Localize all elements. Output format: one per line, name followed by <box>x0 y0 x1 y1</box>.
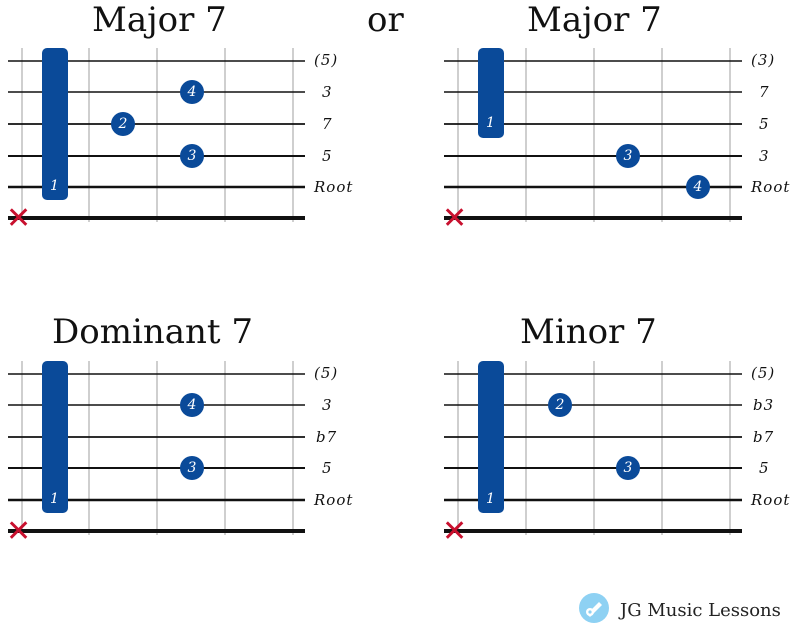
fretboard-1 <box>21 48 294 222</box>
string-label: (5) <box>314 364 339 382</box>
mute-x-icon: ✕ <box>6 514 32 549</box>
string-label: 5 <box>322 459 333 477</box>
finger-dot: 3 <box>180 456 204 480</box>
string-label: Root <box>314 178 354 196</box>
brand-name: JG Music Lessons <box>620 599 781 621</box>
guitar-pick-icon <box>578 592 610 628</box>
barre-4-finger: 1 <box>486 491 495 507</box>
string-label: 3 <box>322 83 333 101</box>
brand-footer: JG Music Lessons <box>578 592 781 628</box>
string-label: 3 <box>322 396 333 414</box>
barre-1-finger: 1 <box>50 178 59 194</box>
diagram-title-dominant7: Dominant 7 <box>52 312 254 352</box>
string-label: 7 <box>322 115 333 133</box>
mute-x-icon: ✕ <box>442 514 468 549</box>
string-label: 5 <box>322 147 333 165</box>
finger-dot: 3 <box>616 456 640 480</box>
string-label: 7 <box>759 83 770 101</box>
string-label: (3) <box>751 51 776 69</box>
string-label: 5 <box>759 115 770 133</box>
barre-2 <box>478 48 504 138</box>
mute-x-icon: ✕ <box>6 201 32 236</box>
string-label: b7 <box>753 428 775 446</box>
string-label: 3 <box>759 147 770 165</box>
string-label: Root <box>751 491 791 509</box>
string-label: b7 <box>316 428 338 446</box>
or-separator: or <box>367 0 404 40</box>
finger-dot: 3 <box>180 144 204 168</box>
barre-1 <box>42 48 68 200</box>
finger-dot: 2 <box>548 393 572 417</box>
mute-x-icon: ✕ <box>442 201 468 236</box>
barre-4 <box>478 361 504 513</box>
barre-3 <box>42 361 68 513</box>
barre-2-finger: 1 <box>486 115 495 131</box>
finger-dot: 3 <box>616 144 640 168</box>
finger-dot: 4 <box>686 175 710 199</box>
diagram-title-minor7: Minor 7 <box>520 312 657 352</box>
string-label: (5) <box>314 51 339 69</box>
finger-dot: 4 <box>180 80 204 104</box>
string-label: (5) <box>751 364 776 382</box>
string-label: b3 <box>753 396 775 414</box>
finger-dot: 4 <box>180 393 204 417</box>
string-label: 5 <box>759 459 770 477</box>
string-label: Root <box>751 178 791 196</box>
string-label: Root <box>314 491 354 509</box>
barre-3-finger: 1 <box>50 491 59 507</box>
diagram-title-major7-a: Major 7 <box>92 0 227 40</box>
finger-dot: 2 <box>111 112 135 136</box>
diagram-title-major7-b: Major 7 <box>527 0 662 40</box>
